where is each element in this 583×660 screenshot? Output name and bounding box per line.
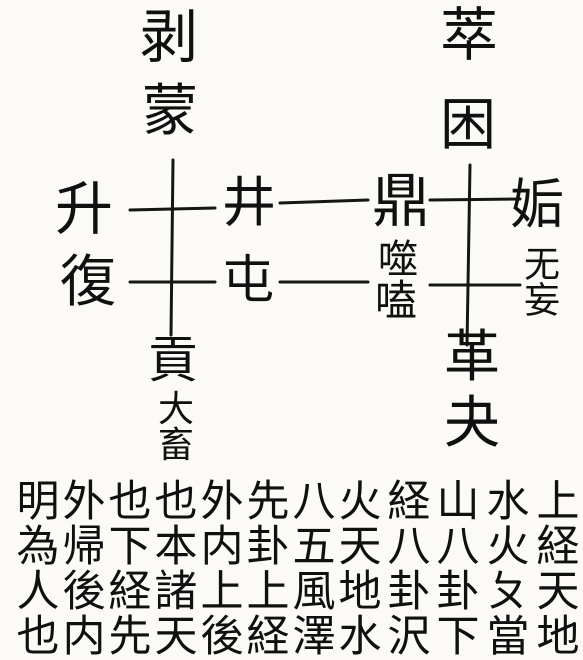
note-column-8: 外内上後 bbox=[193, 478, 243, 658]
note-column-9: 也本諸天 bbox=[147, 478, 197, 658]
hexagram-bo: 剥 bbox=[140, 3, 199, 71]
hexagram-da: 大 bbox=[158, 389, 195, 430]
upper-middle-connector bbox=[278, 198, 370, 205]
upper-left-connector bbox=[128, 206, 217, 212]
note-column-10: 也下経先 bbox=[101, 478, 151, 658]
note-column-12: 明為人也 bbox=[9, 478, 59, 658]
hexagram-sheng: 升 bbox=[55, 175, 114, 243]
note-column-7: 先卦上経 bbox=[239, 478, 289, 658]
hexagram-ge: 革 bbox=[444, 325, 500, 390]
hexagram-cui: 萃 bbox=[440, 1, 499, 69]
hexagram-kun: 困 bbox=[440, 93, 496, 158]
hexagram-zhun: 屯 bbox=[222, 251, 275, 311]
note-column-3: 山八卦下 bbox=[429, 478, 479, 658]
upper-right-connector bbox=[428, 197, 522, 202]
hexagram-meng: 蒙 bbox=[142, 79, 198, 144]
note-column-5: 火天地水 bbox=[331, 478, 381, 658]
note-column-4: 経八卦沢 bbox=[380, 478, 430, 658]
hexagram-gou: 姤 bbox=[510, 173, 564, 236]
hexagram-guai: 夬 bbox=[444, 391, 500, 456]
note-column-11: 外帰後内 bbox=[55, 478, 105, 658]
note-column-2: 水火ㄆ當 bbox=[479, 478, 529, 658]
hexagram-wuwang: 无妄 bbox=[518, 245, 559, 317]
hexagram-jing: 井 bbox=[222, 171, 276, 234]
hexagram-fu: 復 bbox=[60, 250, 116, 315]
left-vertical-line bbox=[169, 158, 175, 337]
hexagram-bi: 貢 bbox=[148, 331, 198, 389]
hexagram-he: 嗑 bbox=[375, 276, 418, 325]
note-column-6: 八五風澤 bbox=[285, 478, 335, 658]
right-vertical-line bbox=[465, 163, 472, 347]
hexagram-ding: 鼎 bbox=[372, 167, 431, 235]
hexagram-shi: 噬 bbox=[378, 237, 418, 283]
hexagram-chu: 畜 bbox=[158, 425, 195, 466]
note-column-1: 上経天地 bbox=[529, 478, 579, 658]
